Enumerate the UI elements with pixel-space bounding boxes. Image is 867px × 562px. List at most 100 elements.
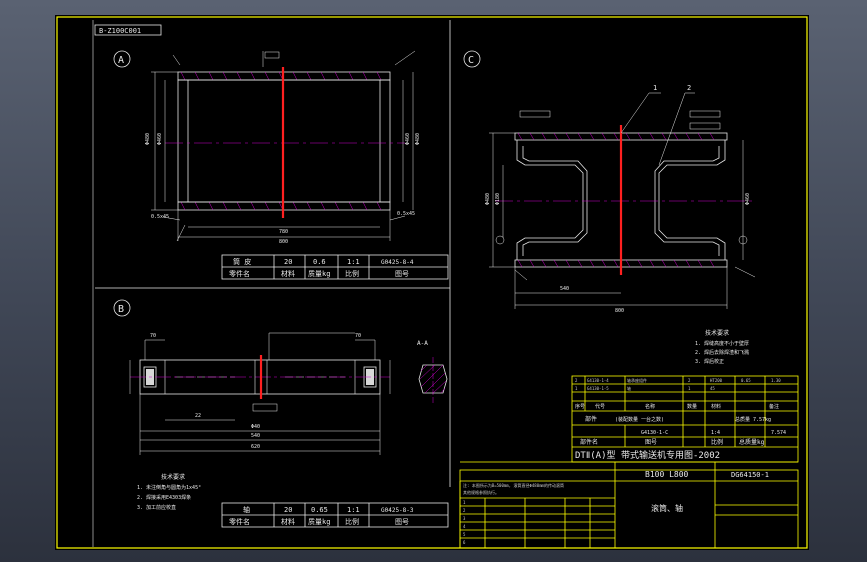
svg-text:Φ180: Φ180 (495, 193, 501, 205)
table-b-header-mass: 质量kg (308, 517, 330, 526)
table-a-material: 20 (284, 258, 292, 266)
table-b-material: 20 (284, 506, 292, 514)
svg-text:4: 4 (463, 524, 466, 529)
bom-total-mass: 总质量 7.57kg (735, 416, 771, 423)
tech-req-b-line2: 2. 焊接采用E4303焊条 (137, 494, 191, 501)
tech-req-c-line1: 1. 焊缝高度不小于壁厚 (695, 340, 749, 347)
view-b: B (113, 299, 449, 528)
outer-border (56, 16, 808, 549)
table-a-mass: 0.6 (313, 258, 326, 266)
table-a-drawing-no: G0425-8-4 (381, 259, 414, 266)
svg-text:6: 6 (463, 540, 466, 545)
drawing-spec: B100 L800 (645, 470, 689, 479)
svg-text:620: 620 (251, 444, 260, 450)
label-total-mass: 总质量kg (739, 438, 765, 446)
view-c-label-circle (463, 50, 481, 68)
bom-header-code: 代号 (595, 403, 605, 410)
svg-text:Φ480: Φ480 (145, 133, 151, 145)
tech-req-c-title: 技术要求 (705, 329, 729, 337)
view-c: C 1 (463, 50, 756, 365)
svg-text:1: 1 (463, 500, 466, 505)
drawing-sheet: B-Z100C001 A (55, 15, 809, 550)
svg-text:800: 800 (615, 308, 624, 314)
svg-text:G4130-1-5: G4130-1-5 (587, 386, 609, 391)
label-drawing-no: 图号 (645, 439, 657, 446)
title-code: G4130-1-C (641, 430, 668, 436)
table-b-mass: 0.65 (311, 506, 328, 514)
svg-text:0.5x45: 0.5x45 (151, 214, 169, 220)
svg-text:1: 1 (575, 386, 578, 391)
svg-text:1.30: 1.30 (771, 378, 781, 383)
svg-text:5: 5 (463, 532, 466, 537)
svg-text:780: 780 (279, 229, 288, 235)
table-b-scale: 1:1 (347, 506, 360, 514)
svg-text:A-A: A-A (417, 340, 428, 347)
view-b-label: B (118, 304, 124, 315)
svg-text:Φ460: Φ460 (745, 193, 751, 205)
svg-text:Φ460: Φ460 (157, 133, 163, 145)
svg-text:22: 22 (195, 413, 201, 419)
bom-header-name: 名称 (645, 403, 655, 410)
table-b-header-part: 零件名 (229, 517, 250, 526)
table-a-header-drawing: 图号 (395, 270, 409, 278)
label-scale: 比例 (711, 438, 723, 446)
cad-drawing: B-Z100C001 A (56, 16, 808, 549)
svg-text:Φ40: Φ40 (251, 424, 260, 430)
svg-text:3: 3 (463, 516, 466, 521)
svg-text:45: 45 (710, 386, 715, 391)
tech-req-b-title: 技术要求 (161, 473, 185, 481)
svg-text:2: 2 (688, 378, 691, 383)
svg-text:70: 70 (355, 333, 361, 339)
title-mass: 7.574 (771, 430, 786, 436)
table-a-part-name: 筒 皮 (233, 257, 251, 266)
callout-1: 1 (653, 84, 657, 92)
title-block-grid (459, 375, 799, 549)
parts-table-b (221, 502, 449, 528)
parts-table-a (221, 254, 449, 280)
table-b-header-material: 材料 (281, 517, 295, 526)
svg-text:轴承座组件: 轴承座组件 (627, 377, 647, 383)
svg-text:Φ480: Φ480 (485, 193, 491, 205)
view-b-label-circle (113, 299, 131, 317)
svg-text:540: 540 (251, 433, 260, 439)
table-b-header-scale: 比例 (345, 517, 359, 526)
bom-parts-label: 部件 (585, 415, 597, 423)
callout-2: 2 (687, 84, 691, 92)
svg-text:0.5x45: 0.5x45 (397, 211, 415, 217)
svg-text:2: 2 (575, 378, 578, 383)
tech-req-b-line1: 1. 未注倒角与圆角为1x45° (137, 484, 201, 491)
table-a-header-material: 材料 (281, 269, 295, 278)
drawing-number: DG64150-1 (731, 471, 769, 479)
table-b-header-drawing: 图号 (395, 518, 409, 526)
title-scale: 1:4 (711, 430, 720, 436)
svg-text:注: 本图所示为B=500mm, 滚筒直径Φ480mm的传动: 注: 本图所示为B=500mm, 滚筒直径Φ480mm的传动滚筒 (463, 482, 564, 488)
drawing-name: 滚筒、轴 (651, 503, 683, 513)
table-b-part-name: 轴 (243, 505, 250, 514)
svg-text:HT200: HT200 (710, 378, 723, 383)
bom-assembly-qty: (装配数量 一台之数) (615, 416, 664, 423)
view-c-label: C (468, 55, 474, 66)
svg-text:2: 2 (463, 508, 466, 513)
tech-req-c-line3: 3. 焊后校正 (695, 358, 724, 365)
svg-text:G4130-1-4: G4130-1-4 (587, 378, 609, 383)
view-a: A (113, 50, 449, 280)
table-a-scale: 1:1 (347, 258, 360, 266)
view-a-label-circle (113, 50, 131, 68)
bom-header-material: 材料 (711, 403, 721, 410)
view-a-label: A (118, 55, 124, 66)
bom-header-qty: 数量 (687, 403, 697, 410)
label-part-name: 部件名 (580, 438, 598, 446)
tech-req-c-line2: 2. 焊后去除焊渣和飞溅 (695, 349, 749, 356)
svg-text:轴: 轴 (627, 385, 631, 391)
svg-text:70: 70 (150, 333, 156, 339)
svg-text:1: 1 (688, 386, 691, 391)
bom-header-no: 序号 (575, 403, 585, 410)
bom-header-remark: 备注 (769, 403, 779, 410)
drawing-code: B-Z100C001 (99, 27, 141, 35)
table-a-header-mass: 质量kg (308, 269, 330, 278)
svg-text:Φ480: Φ480 (415, 133, 421, 145)
table-b-drawing-no: G0425-8-3 (381, 507, 414, 514)
drawing-code-box (94, 24, 162, 36)
tech-req-b-line3: 3. 加工前应校直 (137, 504, 176, 511)
